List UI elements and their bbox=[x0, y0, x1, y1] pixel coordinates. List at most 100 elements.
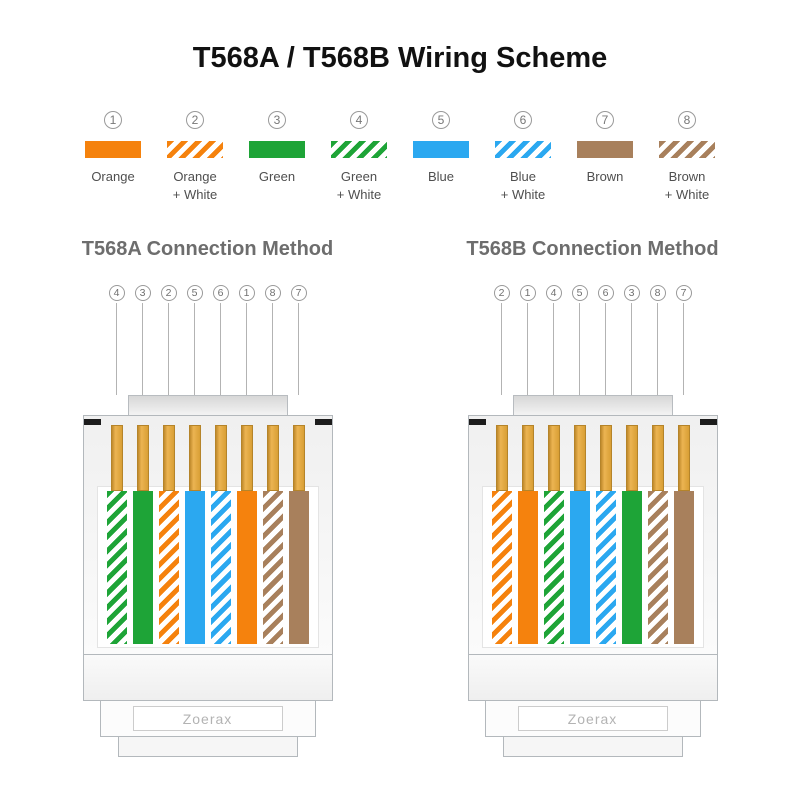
wire bbox=[184, 491, 205, 645]
wire bbox=[621, 491, 642, 645]
pin-number: 3 bbox=[623, 285, 640, 302]
legend-number: 3 bbox=[268, 111, 286, 129]
gold-pin bbox=[573, 425, 586, 492]
brand-label: Zoerax bbox=[517, 706, 668, 732]
legend-item: 6 Blue + White bbox=[482, 111, 564, 204]
guide-lines bbox=[501, 303, 684, 396]
section-t568a: T568A Connection Method 4 3 2 5 6 1 8 7 bbox=[30, 238, 385, 758]
guide-line bbox=[298, 303, 299, 396]
rj45-plug: Zoerax bbox=[467, 395, 718, 758]
guide-line bbox=[605, 303, 606, 396]
pin-number: 5 bbox=[571, 285, 588, 302]
pin-number: 3 bbox=[134, 285, 151, 302]
legend-swatch bbox=[85, 141, 141, 158]
legend-label: Green + White bbox=[336, 169, 382, 203]
legend-label: Blue + White bbox=[500, 169, 546, 203]
plug-body bbox=[82, 415, 333, 656]
wire bbox=[491, 491, 512, 645]
guide-line bbox=[527, 303, 528, 396]
gold-pin bbox=[625, 425, 638, 492]
legend-item: 2 Orange + White bbox=[154, 111, 236, 204]
wiring-sections: T568A Connection Method 4 3 2 5 6 1 8 7 bbox=[0, 238, 800, 758]
gold-pin bbox=[240, 425, 253, 492]
plug-notch bbox=[468, 419, 486, 426]
legend-item: 5 Blue bbox=[400, 111, 482, 204]
plug-mid: Zoerax bbox=[484, 701, 701, 738]
wire bbox=[132, 491, 153, 645]
legend-item: 8 Brown + White bbox=[646, 111, 728, 204]
legend-item: 7 Brown bbox=[564, 111, 646, 204]
legend-swatch bbox=[577, 141, 633, 158]
legend-number: 7 bbox=[596, 111, 614, 129]
legend-swatch bbox=[413, 141, 469, 158]
color-legend: 1 Orange 2 Orange + White 3 Green 4 Gree… bbox=[0, 111, 800, 204]
guide-line bbox=[657, 303, 658, 396]
legend-label: Blue bbox=[427, 169, 455, 184]
wires bbox=[491, 491, 694, 645]
wire bbox=[236, 491, 257, 645]
guide-lines bbox=[116, 303, 299, 396]
pin-number: 8 bbox=[649, 285, 666, 302]
pin-number: 4 bbox=[108, 285, 125, 302]
guide-line bbox=[142, 303, 143, 396]
plug-mid: Zoerax bbox=[99, 701, 316, 738]
connector: 4 3 2 5 6 1 8 7 bbox=[82, 285, 333, 758]
legend-number: 1 bbox=[104, 111, 122, 129]
pin-number: 2 bbox=[160, 285, 177, 302]
gold-pin bbox=[162, 425, 175, 492]
plug-base bbox=[82, 655, 333, 702]
legend-swatch bbox=[331, 141, 387, 158]
section-heading: T568B Connection Method bbox=[466, 238, 719, 261]
legend-item: 1 Orange bbox=[72, 111, 154, 204]
gold-pin bbox=[292, 425, 305, 492]
plug-notch bbox=[314, 419, 332, 426]
gold-pin bbox=[188, 425, 201, 492]
legend-number: 5 bbox=[432, 111, 450, 129]
wire bbox=[288, 491, 309, 645]
guide-line bbox=[501, 303, 502, 396]
wire bbox=[543, 491, 564, 645]
legend-label: Orange + White bbox=[172, 169, 218, 203]
gold-pin bbox=[110, 425, 123, 492]
pin-number-row: 4 3 2 5 6 1 8 7 bbox=[108, 285, 307, 302]
connector: 2 1 4 5 6 3 8 7 bbox=[467, 285, 718, 758]
gold-pins bbox=[495, 425, 690, 492]
rj45-plug: Zoerax bbox=[82, 395, 333, 758]
legend-label: Brown bbox=[586, 169, 624, 184]
pin-number: 1 bbox=[519, 285, 536, 302]
wire bbox=[673, 491, 694, 645]
legend-swatch bbox=[659, 141, 715, 158]
legend-label: Orange bbox=[91, 169, 135, 184]
plug-foot bbox=[502, 737, 683, 758]
section-heading: T568A Connection Method bbox=[81, 238, 334, 261]
gold-pin bbox=[136, 425, 149, 492]
plug-foot bbox=[117, 737, 298, 758]
pin-number: 4 bbox=[545, 285, 562, 302]
guide-line bbox=[579, 303, 580, 396]
wire bbox=[517, 491, 538, 645]
guide-line bbox=[220, 303, 221, 396]
guide-line bbox=[683, 303, 684, 396]
gold-pin bbox=[677, 425, 690, 492]
guide-line bbox=[168, 303, 169, 396]
legend-swatch bbox=[249, 141, 305, 158]
gold-pins bbox=[110, 425, 305, 492]
gold-pin bbox=[266, 425, 279, 492]
wire bbox=[106, 491, 127, 645]
guide-line bbox=[116, 303, 117, 396]
legend-label: Brown + White bbox=[664, 169, 710, 203]
pin-number: 6 bbox=[212, 285, 229, 302]
gold-pin bbox=[547, 425, 560, 492]
pin-number: 2 bbox=[493, 285, 510, 302]
plug-tab bbox=[127, 395, 288, 416]
gold-pin bbox=[651, 425, 664, 492]
legend-swatch bbox=[495, 141, 551, 158]
guide-line bbox=[631, 303, 632, 396]
wires bbox=[106, 491, 309, 645]
section-t568b: T568B Connection Method 2 1 4 5 6 3 8 7 bbox=[415, 238, 770, 758]
wire bbox=[595, 491, 616, 645]
wire bbox=[158, 491, 179, 645]
legend-number: 6 bbox=[514, 111, 532, 129]
legend-item: 3 Green bbox=[236, 111, 318, 204]
gold-pin bbox=[521, 425, 534, 492]
